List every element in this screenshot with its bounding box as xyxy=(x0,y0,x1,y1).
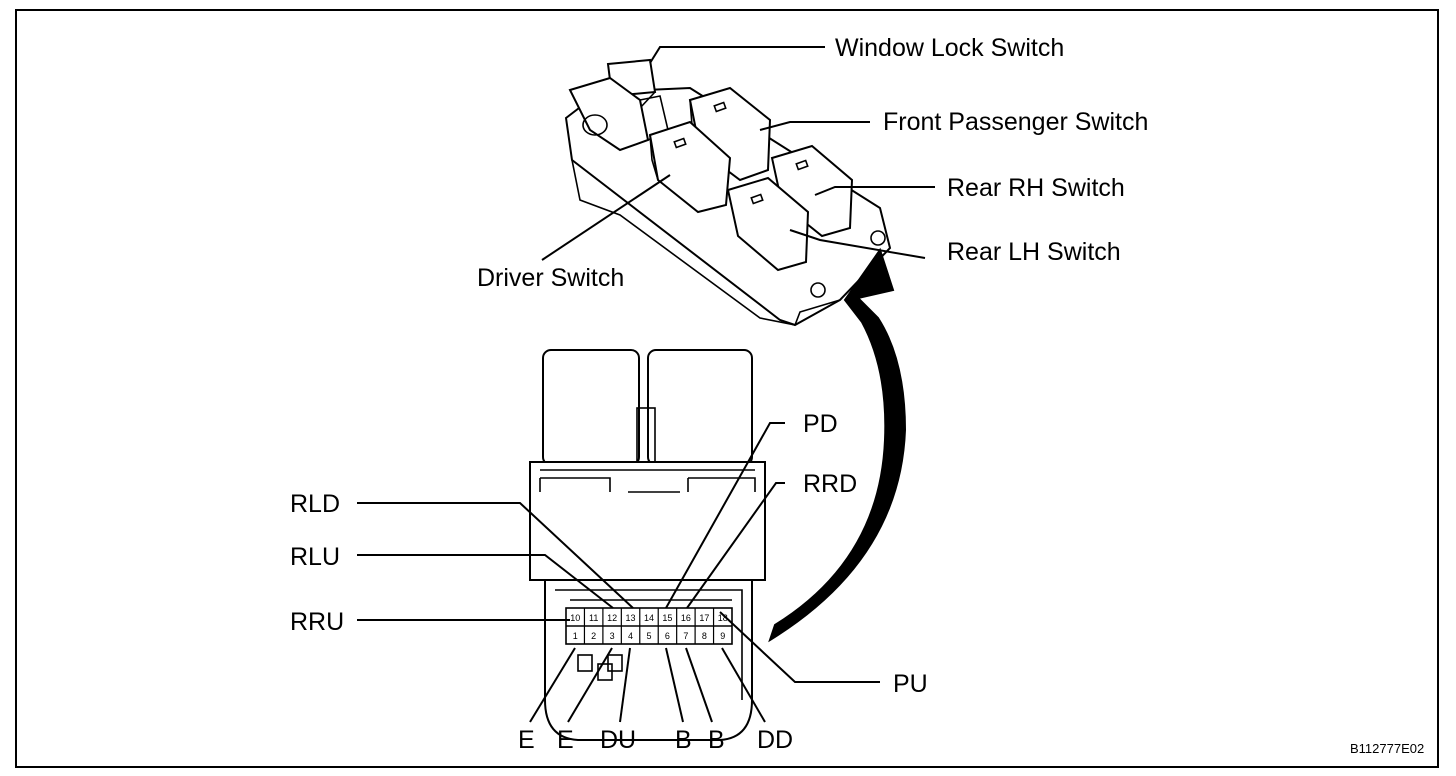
label-pu: PU xyxy=(893,670,928,698)
pin-number: 14 xyxy=(644,613,654,623)
pin-number: 1 xyxy=(573,631,578,641)
pin-number: 18 xyxy=(718,613,728,623)
figure-code: B112777E02 xyxy=(1350,741,1424,756)
pin-number: 9 xyxy=(720,631,725,641)
label-dd: DD xyxy=(757,726,793,754)
label-front-passenger-switch: Front Passenger Switch xyxy=(883,108,1148,136)
label-b-2: B xyxy=(708,726,725,754)
label-rear-lh-switch: Rear LH Switch xyxy=(947,238,1121,266)
pin-number: 12 xyxy=(607,613,617,623)
pin-number: 7 xyxy=(683,631,688,641)
pin-number: 5 xyxy=(646,631,651,641)
pin-number: 13 xyxy=(626,613,636,623)
pin-number: 8 xyxy=(702,631,707,641)
label-driver-switch: Driver Switch xyxy=(477,264,624,292)
label-rrd: RRD xyxy=(803,470,857,498)
pin-number: 11 xyxy=(589,613,598,623)
connector-view xyxy=(529,349,766,741)
label-e-1: E xyxy=(518,726,535,754)
pin-number: 2 xyxy=(591,631,596,641)
pin-number: 3 xyxy=(610,631,615,641)
label-du: DU xyxy=(600,726,636,754)
label-e-2: E xyxy=(557,726,574,754)
label-b-1: B xyxy=(675,726,692,754)
pin-number: 17 xyxy=(699,613,709,623)
master-switch-assembly xyxy=(564,58,892,327)
pin-number: 6 xyxy=(665,631,670,641)
pin-grid xyxy=(565,607,733,645)
leader-lines xyxy=(357,46,935,723)
figure-frame xyxy=(15,9,1439,768)
label-rru: RRU xyxy=(290,608,344,636)
label-pd: PD xyxy=(803,410,838,438)
pin-number: 15 xyxy=(662,613,672,623)
label-rlu: RLU xyxy=(290,543,340,571)
pin-number: 10 xyxy=(570,613,580,623)
label-rld: RLD xyxy=(290,490,340,518)
label-window-lock-switch: Window Lock Switch xyxy=(835,34,1064,62)
pin-number: 4 xyxy=(628,631,633,641)
label-rear-rh-switch: Rear RH Switch xyxy=(947,174,1125,202)
pin-number: 16 xyxy=(681,613,691,623)
